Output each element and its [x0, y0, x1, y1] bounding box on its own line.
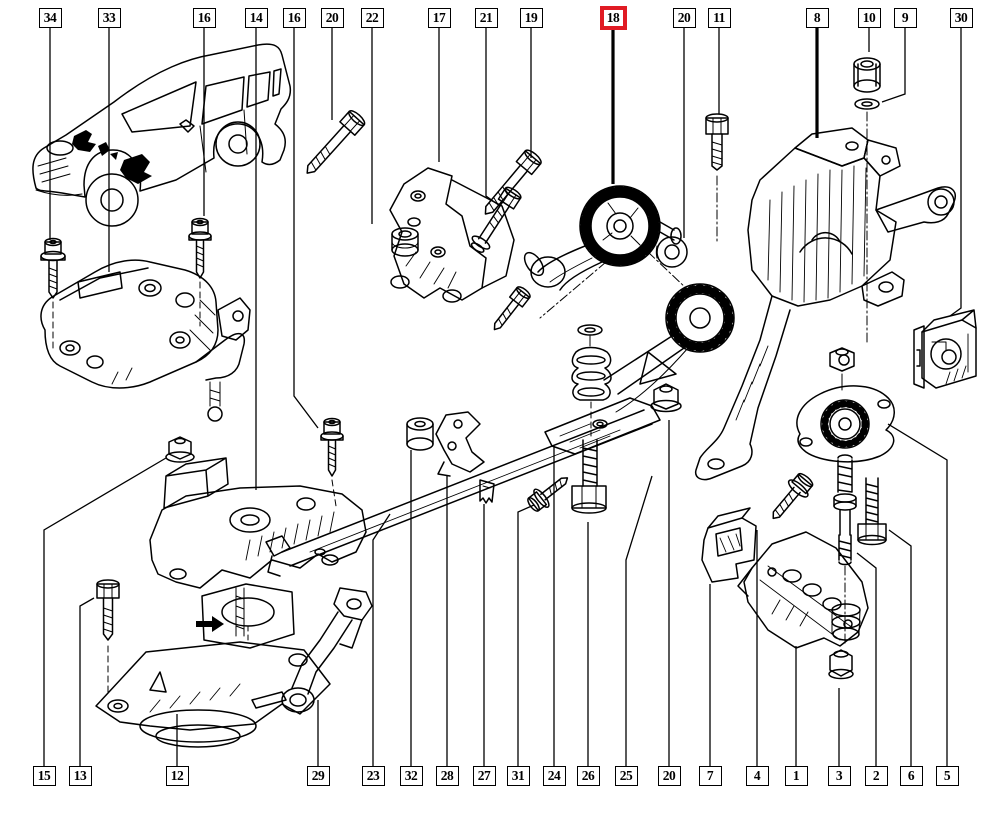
- part-lower-torque-arm-25: [603, 283, 735, 413]
- callout-box-34[interactable]: 34: [38, 8, 62, 28]
- part-ribbed-bushing-24: [571, 346, 612, 401]
- part-hex-bolt-11: [705, 113, 729, 171]
- callout-box-19[interactable]: 19: [519, 8, 543, 28]
- part-torx-screw-16a: [188, 217, 212, 279]
- part-washer-9: [854, 98, 880, 110]
- callout-box-4[interactable]: 4: [745, 766, 769, 786]
- callout-box-15[interactable]: 15: [32, 766, 56, 786]
- part-engine-mount-rh-33: [40, 259, 251, 422]
- callout-box-20[interactable]: 20: [672, 8, 696, 28]
- part-lock-nut: [829, 347, 855, 372]
- part-flange-nut-15: [165, 436, 195, 463]
- callout-box-30[interactable]: 30: [949, 8, 973, 28]
- part-car-illustration: [32, 43, 292, 227]
- leader-line-9: [881, 28, 906, 103]
- callout-box-21[interactable]: 21: [474, 8, 498, 28]
- part-flange-nut-20b: [650, 383, 682, 413]
- part-bushing-washer-20: [655, 236, 688, 268]
- part-tie-bar-stay: [265, 397, 661, 577]
- part-bolt-19: [484, 149, 542, 215]
- leader-lines: [43, 28, 962, 766]
- part-claw-bracket-29: [281, 587, 373, 713]
- callout-box-16[interactable]: 16: [282, 8, 306, 28]
- leader-line-2: [856, 552, 877, 766]
- callout-box-16[interactable]: 16: [192, 8, 216, 28]
- part-gearbox-bracket-14: [149, 457, 367, 589]
- callout-box-22[interactable]: 22: [360, 8, 384, 28]
- part-washer-23: [577, 324, 603, 336]
- callout-box-20[interactable]: 20: [320, 8, 344, 28]
- callout-box-6[interactable]: 6: [899, 766, 923, 786]
- leader-line-31: [517, 504, 535, 766]
- callout-box-33[interactable]: 33: [97, 8, 121, 28]
- part-gearbox-mount-12: [95, 583, 331, 748]
- callout-box-13[interactable]: 13: [68, 766, 92, 786]
- callout-box-18[interactable]: 18: [599, 6, 627, 30]
- part-rear-mount-bracket-1: [737, 531, 869, 649]
- leader-line-15: [43, 457, 167, 766]
- part-wedge-27: [479, 479, 495, 504]
- callout-box-1[interactable]: 1: [784, 766, 808, 786]
- callout-box-3[interactable]: 3: [827, 766, 851, 786]
- part-bolt-21: [470, 186, 522, 253]
- callout-box-26[interactable]: 26: [576, 766, 600, 786]
- part-v-bracket-28: [435, 411, 485, 477]
- callout-box-20[interactable]: 20: [657, 766, 681, 786]
- part-torx-screw-16b: [320, 417, 344, 477]
- leader-line-16: [293, 28, 319, 429]
- callout-box-10[interactable]: 10: [857, 8, 881, 28]
- callout-box-25[interactable]: 25: [614, 766, 638, 786]
- leader-line-21: [485, 28, 501, 207]
- leader-line-6: [888, 529, 912, 766]
- part-small-bolt-through-bar: [493, 286, 531, 331]
- callout-box-8[interactable]: 8: [805, 8, 829, 28]
- leader-line-25: [625, 475, 653, 766]
- callout-box-11[interactable]: 11: [707, 8, 731, 28]
- leader-line-13: [79, 597, 95, 766]
- leader-line-30: [949, 28, 962, 317]
- callout-box-29[interactable]: 29: [306, 766, 330, 786]
- callout-box-2[interactable]: 2: [864, 766, 888, 786]
- callout-box-23[interactable]: 23: [361, 766, 385, 786]
- part-restrictor-clamp-30: [913, 309, 977, 389]
- part-long-bolt-26: [571, 439, 607, 514]
- callout-box-24[interactable]: 24: [542, 766, 566, 786]
- callout-box-14[interactable]: 14: [244, 8, 268, 28]
- part-hex-bolt-13: [96, 579, 120, 641]
- part-engine-bracket-8: [694, 127, 956, 481]
- part-torque-rod-18: [523, 185, 682, 291]
- mount-location-markers: [72, 130, 152, 184]
- callout-box-17[interactable]: 17: [427, 8, 451, 28]
- callout-box-12[interactable]: 12: [165, 766, 189, 786]
- part-upper-mount-5: [796, 385, 895, 463]
- leader-line-23: [372, 513, 391, 766]
- part-long-bolt-20: [306, 110, 366, 174]
- part-clamp-bracket-7: [701, 507, 757, 583]
- axis-line: [539, 251, 689, 319]
- callout-box-9[interactable]: 9: [893, 8, 917, 28]
- callout-box-31[interactable]: 31: [506, 766, 530, 786]
- part-flanged-bolt-4: [772, 472, 814, 520]
- callout-box-7[interactable]: 7: [698, 766, 722, 786]
- part-flanged-bolt-31: [527, 477, 569, 512]
- callout-box-32[interactable]: 32: [399, 766, 423, 786]
- part-stud-2: [833, 454, 857, 566]
- callout-box-28[interactable]: 28: [435, 766, 459, 786]
- part-nut-10: [853, 57, 881, 93]
- callout-box-27[interactable]: 27: [472, 766, 496, 786]
- callout-box-5[interactable]: 5: [935, 766, 959, 786]
- leader-line-5: [887, 423, 948, 766]
- part-mount-bracket-17: [389, 167, 515, 303]
- part-flanged-screw-34: [40, 237, 66, 299]
- axis-line: [331, 479, 337, 507]
- part-bolt-6: [857, 477, 887, 546]
- part-cap-nut-32: [406, 417, 434, 451]
- part-nut-3: [828, 649, 854, 680]
- part-bushing-nut-22: [391, 227, 419, 257]
